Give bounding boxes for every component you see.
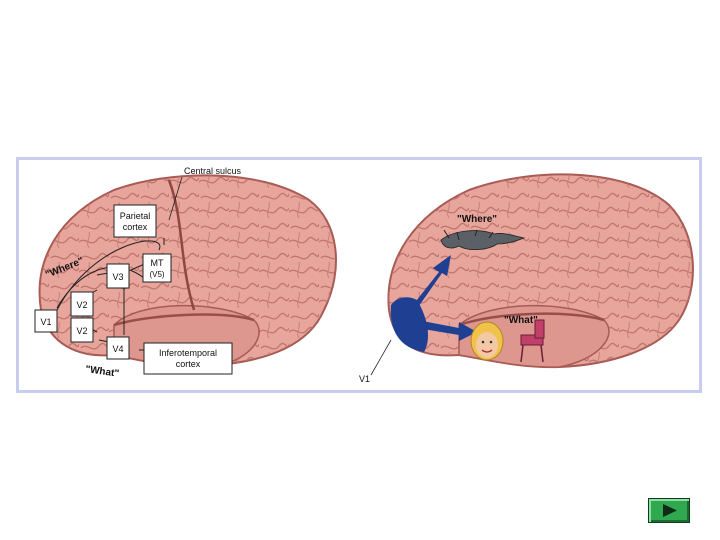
what-label-left: "What"	[85, 364, 120, 380]
right-brain: "Where" "What" V1	[359, 174, 693, 384]
v2-lower-label: V2	[76, 326, 87, 336]
next-button[interactable]	[648, 498, 690, 523]
v2-upper-label: V2	[76, 300, 87, 310]
brain-diagram: Central sulcus Parietal cortex MT (V5) V…	[19, 160, 699, 390]
parietal-cortex-box	[114, 205, 156, 237]
v4-label: V4	[112, 344, 123, 354]
face-image	[471, 322, 503, 360]
central-sulcus-label: Central sulcus	[184, 166, 242, 176]
inferotemporal-label-line2: cortex	[176, 359, 201, 369]
what-label-right: "What"	[504, 315, 538, 326]
parietal-label-line2: cortex	[123, 222, 148, 232]
where-label-right: "Where"	[457, 214, 497, 225]
play-arrow-icon	[649, 499, 689, 522]
v3-label: V3	[112, 272, 123, 282]
v1-label-right: V1	[359, 374, 370, 384]
inferotemporal-label-line1: Inferotemporal	[159, 348, 217, 358]
parietal-label-line1: Parietal	[120, 211, 151, 221]
v1-label-left: V1	[40, 317, 51, 327]
brain-figure: Central sulcus Parietal cortex MT (V5) V…	[16, 157, 702, 393]
mt-label-line1: MT	[151, 258, 164, 268]
mt-label-line2: (V5)	[149, 270, 164, 279]
left-brain: Central sulcus Parietal cortex MT (V5) V…	[35, 166, 336, 380]
